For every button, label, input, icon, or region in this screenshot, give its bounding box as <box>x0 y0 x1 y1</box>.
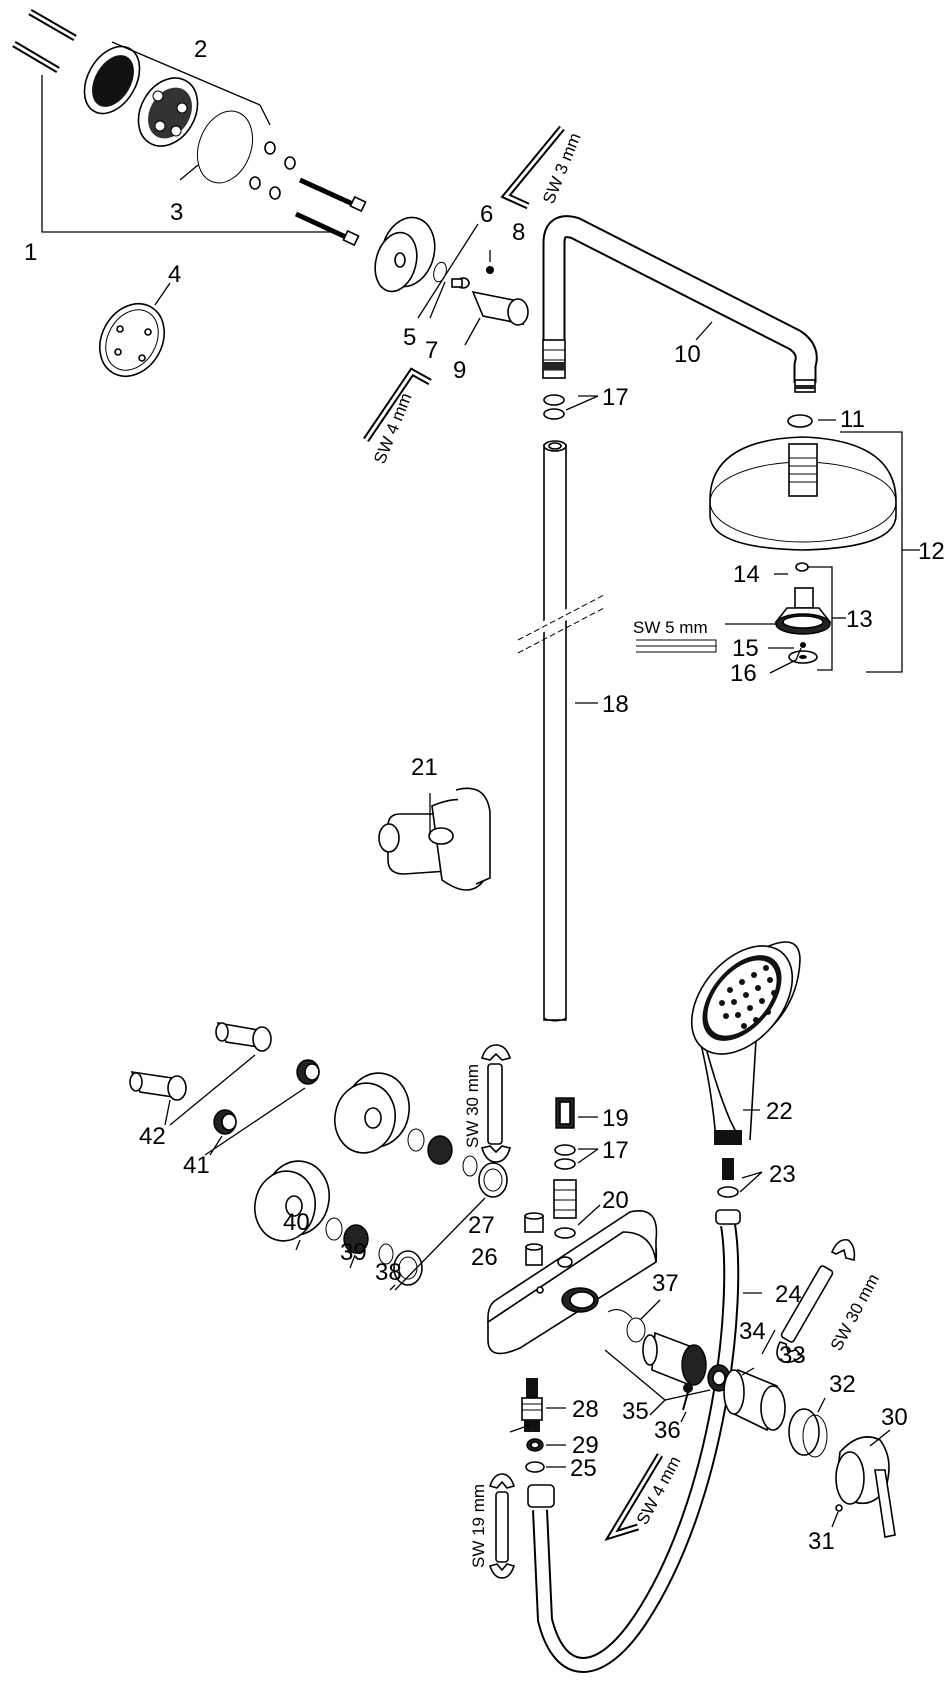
cover-40-and-38 <box>254 1072 508 1286</box>
label-31: 31 <box>808 1528 835 1555</box>
wall-rosette <box>374 216 529 326</box>
allen-key-sw4-top <box>363 367 432 442</box>
label-13: 13 <box>846 606 873 633</box>
connector-42 <box>129 1021 272 1101</box>
label-26: 26 <box>471 1244 498 1271</box>
connector-41 <box>213 1059 320 1135</box>
tool-label-sw30-left: SW 30 mm <box>463 1064 482 1148</box>
shower-joint-13 <box>774 562 832 664</box>
label-29: 29 <box>572 1432 599 1459</box>
label-40: 40 <box>283 1209 310 1236</box>
label-17-bottom: 17 <box>602 1137 629 1164</box>
connector-23 <box>717 1158 739 1198</box>
label-38: 38 <box>375 1259 402 1286</box>
wall-anchor-screws <box>12 8 77 74</box>
cartridge-column <box>524 1097 577 1266</box>
label-1: 1 <box>24 239 37 266</box>
label-23: 23 <box>769 1161 796 1188</box>
label-39: 39 <box>340 1239 367 1266</box>
label-7: 7 <box>425 337 438 364</box>
cover-plate-4 <box>99 303 165 377</box>
handle-30 <box>835 1436 896 1538</box>
bracket-part-2 <box>83 45 296 200</box>
label-24: 24 <box>775 1281 802 1308</box>
tool-label-sw19: SW 19 mm <box>469 1484 488 1568</box>
allen-key-sw5 <box>636 639 717 653</box>
label-12: 12 <box>918 538 945 565</box>
label-14: 14 <box>733 561 760 588</box>
label-32: 32 <box>829 1371 856 1398</box>
valve-cartridge-group <box>607 1309 828 1458</box>
tool-label-sw30-right: SW 30 mm <box>827 1271 883 1354</box>
label-36: 36 <box>654 1417 681 1444</box>
thermostat-body <box>487 1210 658 1355</box>
label-28: 28 <box>572 1396 599 1423</box>
allen-key-sw3 <box>500 125 565 210</box>
label-20: 20 <box>602 1187 629 1214</box>
label-30: 30 <box>881 1404 908 1431</box>
label-10: 10 <box>674 341 701 368</box>
tool-label-sw3: SW 3 mm <box>539 130 585 206</box>
label-18: 18 <box>602 691 629 718</box>
tool-label-sw5: SW 5 mm <box>633 618 708 637</box>
label-25: 25 <box>570 1455 597 1482</box>
label-41: 41 <box>183 1152 210 1179</box>
label-37: 37 <box>652 1270 679 1297</box>
label-21: 21 <box>411 754 438 781</box>
slider-holder <box>378 787 491 891</box>
shower-arm <box>542 215 818 393</box>
label-9: 9 <box>453 357 466 384</box>
check-valve-28 <box>521 1378 545 1473</box>
label-19: 19 <box>602 1105 629 1132</box>
shower-hose <box>527 1209 741 1673</box>
label-11: 11 <box>840 406 865 433</box>
label-27: 27 <box>468 1212 495 1239</box>
label-16: 16 <box>730 660 757 687</box>
hand-shower <box>690 941 801 1145</box>
label-5: 5 <box>403 324 416 351</box>
wrench-sw30-right <box>776 1238 856 1364</box>
label-34: 34 <box>739 1318 766 1345</box>
label-35: 35 <box>622 1398 649 1425</box>
label-2: 2 <box>194 36 207 63</box>
label-4: 4 <box>168 261 181 288</box>
label-6: 6 <box>480 201 493 228</box>
label-15: 15 <box>732 635 759 662</box>
wrench-sw30-left <box>480 1044 512 1163</box>
label-42: 42 <box>139 1123 166 1150</box>
label-8: 8 <box>512 219 525 246</box>
overhead-shower-head <box>709 436 897 551</box>
label-22: 22 <box>766 1098 793 1125</box>
allen-key-sw4-bottom <box>604 1453 664 1542</box>
label-3: 3 <box>170 199 183 226</box>
wrench-sw19 <box>488 1473 516 1579</box>
label-17-top: 17 <box>602 384 629 411</box>
riser-pipe <box>515 440 607 1022</box>
screws-set <box>294 177 367 247</box>
label-33: 33 <box>779 1342 806 1369</box>
